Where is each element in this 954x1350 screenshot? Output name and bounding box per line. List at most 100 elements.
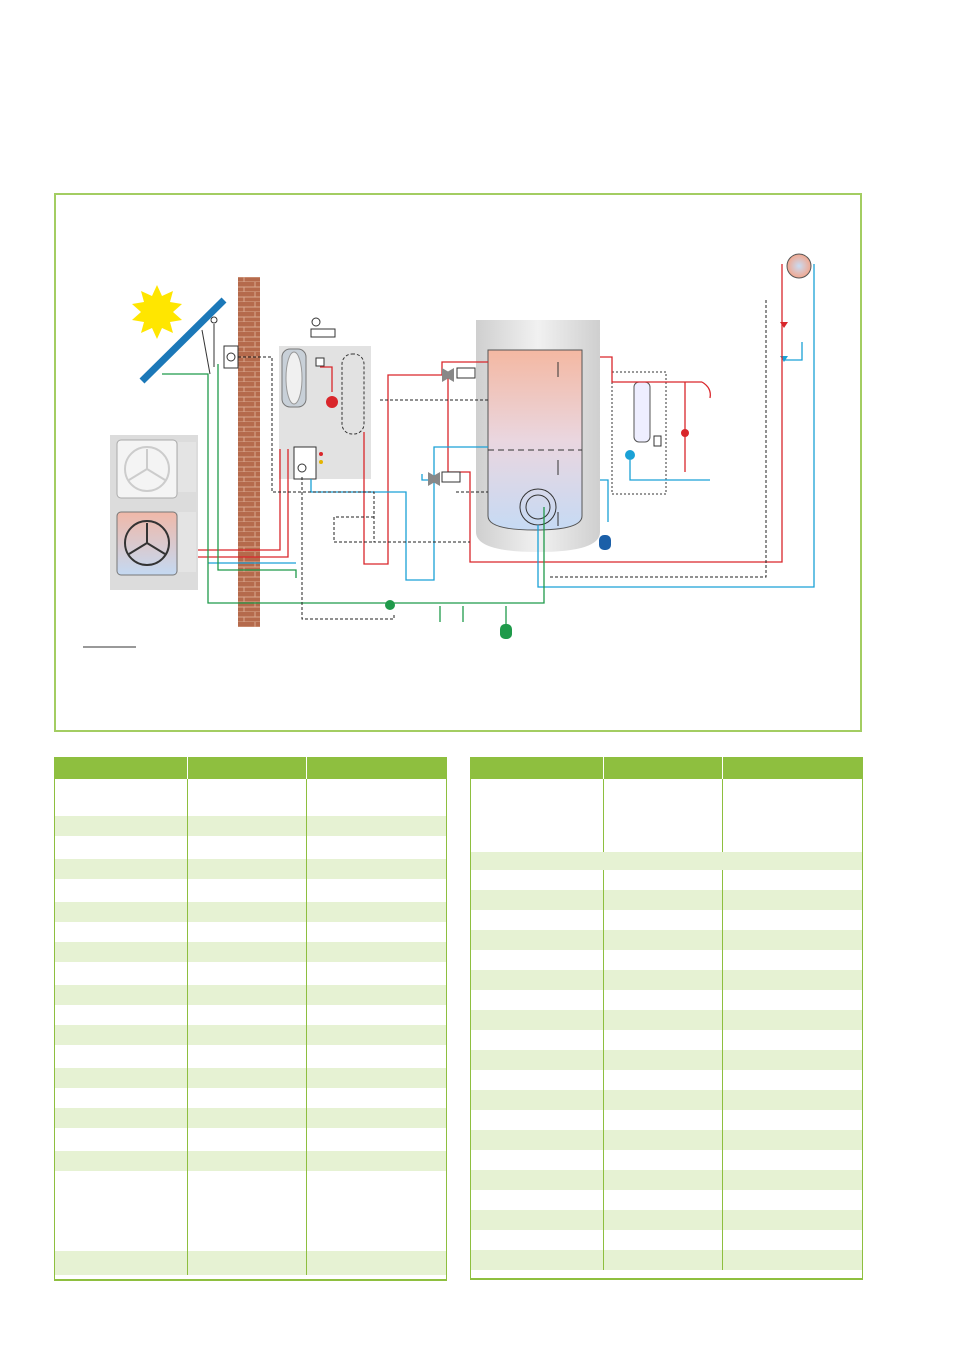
right-table-cell bbox=[471, 1130, 603, 1150]
right-table-cell bbox=[721, 1050, 862, 1070]
right-table-cell bbox=[471, 1050, 603, 1070]
right-table-cell bbox=[721, 1230, 862, 1250]
left-table-cell bbox=[186, 1068, 306, 1088]
right-table-cell bbox=[471, 970, 603, 990]
left-table-cell bbox=[186, 942, 306, 962]
left-table-row bbox=[55, 779, 446, 816]
right-table-row bbox=[471, 910, 862, 930]
left-table-cell bbox=[305, 1108, 446, 1128]
left-table-cell bbox=[55, 1108, 187, 1128]
left-table-cell bbox=[55, 836, 187, 859]
right-table-cell bbox=[602, 870, 722, 890]
left-table-cell bbox=[55, 1088, 187, 1108]
right-table-row bbox=[471, 1190, 862, 1210]
left-table-cell bbox=[186, 1025, 306, 1045]
three-way-valves bbox=[428, 367, 476, 486]
expansion-vessel-heating bbox=[599, 535, 611, 550]
left-table-cell bbox=[55, 985, 187, 1005]
left-table-cell bbox=[55, 962, 187, 985]
left-table-row bbox=[55, 879, 446, 902]
left-table-row bbox=[55, 1108, 446, 1128]
left-table-cell bbox=[55, 757, 187, 779]
right-table-cell bbox=[721, 930, 862, 950]
right-table-cell bbox=[721, 910, 862, 930]
left-table-row bbox=[55, 902, 446, 922]
right-table-row bbox=[471, 1010, 862, 1030]
left-table-cell bbox=[55, 922, 187, 942]
left-table-cell bbox=[186, 1171, 306, 1251]
right-table-cell bbox=[471, 890, 603, 910]
right-table-cell bbox=[602, 1250, 722, 1270]
left-table-row bbox=[55, 1128, 446, 1151]
left-table-cell bbox=[305, 816, 446, 836]
right-table-cell bbox=[721, 1190, 862, 1210]
right-table-cell bbox=[721, 779, 862, 852]
right-table-cell bbox=[471, 930, 603, 950]
table-right bbox=[471, 757, 862, 1270]
left-table-cell bbox=[186, 816, 306, 836]
heat-pump-outdoor-unit bbox=[110, 435, 198, 590]
left-table-row bbox=[55, 1005, 446, 1025]
left-table-cell bbox=[186, 1128, 306, 1151]
left-table-cell bbox=[55, 1025, 187, 1045]
right-table-row bbox=[471, 870, 862, 890]
right-table-cell bbox=[471, 910, 603, 930]
right-table-cell bbox=[471, 1070, 603, 1090]
right-table-cell bbox=[471, 1090, 603, 1110]
right-table-cell bbox=[602, 970, 722, 990]
right-table-row bbox=[471, 1050, 862, 1070]
right-table-cell bbox=[602, 950, 722, 970]
right-table-row bbox=[471, 1210, 862, 1230]
left-table-row bbox=[55, 1045, 446, 1068]
right-table-row bbox=[471, 890, 862, 910]
left-table-cell bbox=[305, 1045, 446, 1068]
solar-pipes bbox=[162, 364, 545, 624]
right-table-cell bbox=[721, 1150, 862, 1170]
right-table-row bbox=[471, 1170, 862, 1190]
left-table-cell bbox=[55, 859, 187, 879]
solar-collector bbox=[139, 297, 227, 384]
left-table-cell bbox=[305, 1151, 446, 1171]
left-table-cell bbox=[186, 836, 306, 859]
right-table-cell bbox=[471, 757, 603, 779]
right-table-cell bbox=[602, 779, 722, 852]
left-table-row bbox=[55, 757, 446, 779]
left-table-cell bbox=[186, 1088, 306, 1108]
fresh-water-station bbox=[611, 371, 667, 495]
right-table-cell bbox=[602, 1090, 722, 1110]
right-table-cell bbox=[471, 950, 603, 970]
right-table-cell bbox=[602, 1150, 722, 1170]
left-table-row bbox=[55, 859, 446, 879]
right-table-row bbox=[471, 1250, 862, 1270]
left-table-cell bbox=[305, 922, 446, 942]
left-table-row bbox=[55, 1151, 446, 1171]
right-table-cell bbox=[602, 930, 722, 950]
right-table-cell bbox=[602, 1130, 722, 1150]
right-table-cell bbox=[721, 890, 862, 910]
right-table-cell bbox=[471, 1030, 603, 1050]
right-table-cell bbox=[721, 1030, 862, 1050]
left-table-row bbox=[55, 942, 446, 962]
left-table-row bbox=[55, 1088, 446, 1108]
right-table-cell bbox=[721, 1090, 862, 1110]
right-table-cell bbox=[721, 870, 862, 890]
right-table-row bbox=[471, 1030, 862, 1050]
control-lines bbox=[238, 300, 767, 620]
left-table-row bbox=[55, 962, 446, 985]
left-table-cell bbox=[305, 779, 446, 816]
left-table-cell bbox=[305, 1128, 446, 1151]
left-table-row bbox=[55, 985, 446, 1005]
right-table-cell bbox=[721, 1130, 862, 1150]
left-table-cell bbox=[55, 1045, 187, 1068]
left-table-cell bbox=[305, 1251, 446, 1275]
left-table-row bbox=[55, 1025, 446, 1045]
left-table-cell bbox=[186, 1151, 306, 1171]
left-table-cell bbox=[55, 1151, 187, 1171]
system-diagram-frame bbox=[54, 193, 862, 732]
right-table-cell bbox=[602, 890, 722, 910]
right-table-row bbox=[471, 1230, 862, 1250]
left-table-row bbox=[55, 922, 446, 942]
left-table-cell bbox=[55, 1068, 187, 1088]
right-table-cell bbox=[602, 1110, 722, 1130]
left-table-cell bbox=[305, 1171, 446, 1251]
